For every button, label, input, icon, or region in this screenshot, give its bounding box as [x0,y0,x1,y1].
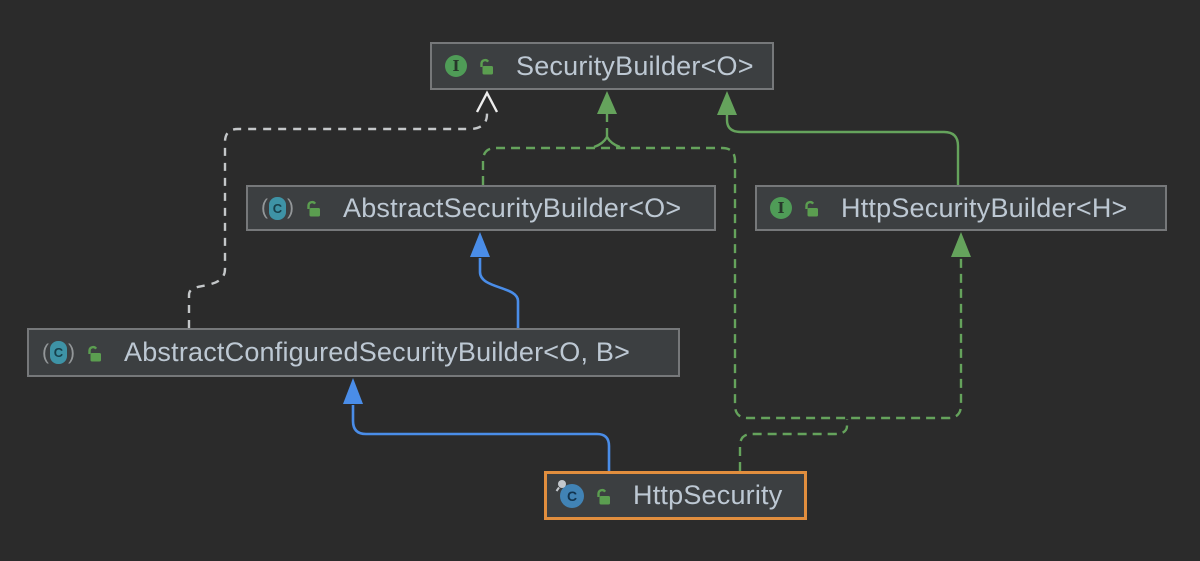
abstract-class-icon: ( C ) [261,196,294,220]
edge-extends-httpsecurity-to-acsb [343,378,611,471]
public-lock-icon [88,345,101,361]
class-label: HttpSecurityBuilder<H> [841,192,1128,223]
class-label: AbstractSecurityBuilder<O> [343,192,682,223]
class-node-abstract-configured-security-builder[interactable]: ( C ) AbstractConfiguredSecurityBuilder<… [27,328,680,377]
public-lock-icon [597,488,610,504]
edge-realization-acsb-to-securitybuilder [187,90,499,328]
class-node-security-builder[interactable]: I SecurityBuilder<O> [430,42,774,90]
class-node-abstract-security-builder[interactable]: ( C ) AbstractSecurityBuilder<O> [246,185,716,231]
edge-implements-green-dashed [481,91,971,471]
edge-extends-acsb-to-asb [470,232,520,329]
public-lock-icon [805,200,818,217]
class-node-http-security-builder[interactable]: I HttpSecurityBuilder<H> [755,185,1167,231]
final-pin-icon [555,479,566,492]
public-lock-icon [480,58,493,75]
public-lock-icon [307,200,320,217]
abstract-class-icon: ( C ) [42,340,75,364]
class-label: HttpSecurity [633,480,783,510]
edge-extends-hsb-to-securitybuilder [717,91,960,185]
class-label: SecurityBuilder<O> [516,50,754,81]
class-label: AbstractConfiguredSecurityBuilder<O, B> [124,337,631,367]
interface-icon: I [770,197,792,219]
final-class-icon: C [555,479,584,508]
class-node-http-security[interactable]: C HttpSecurity [544,471,807,520]
interface-icon: I [445,55,467,77]
